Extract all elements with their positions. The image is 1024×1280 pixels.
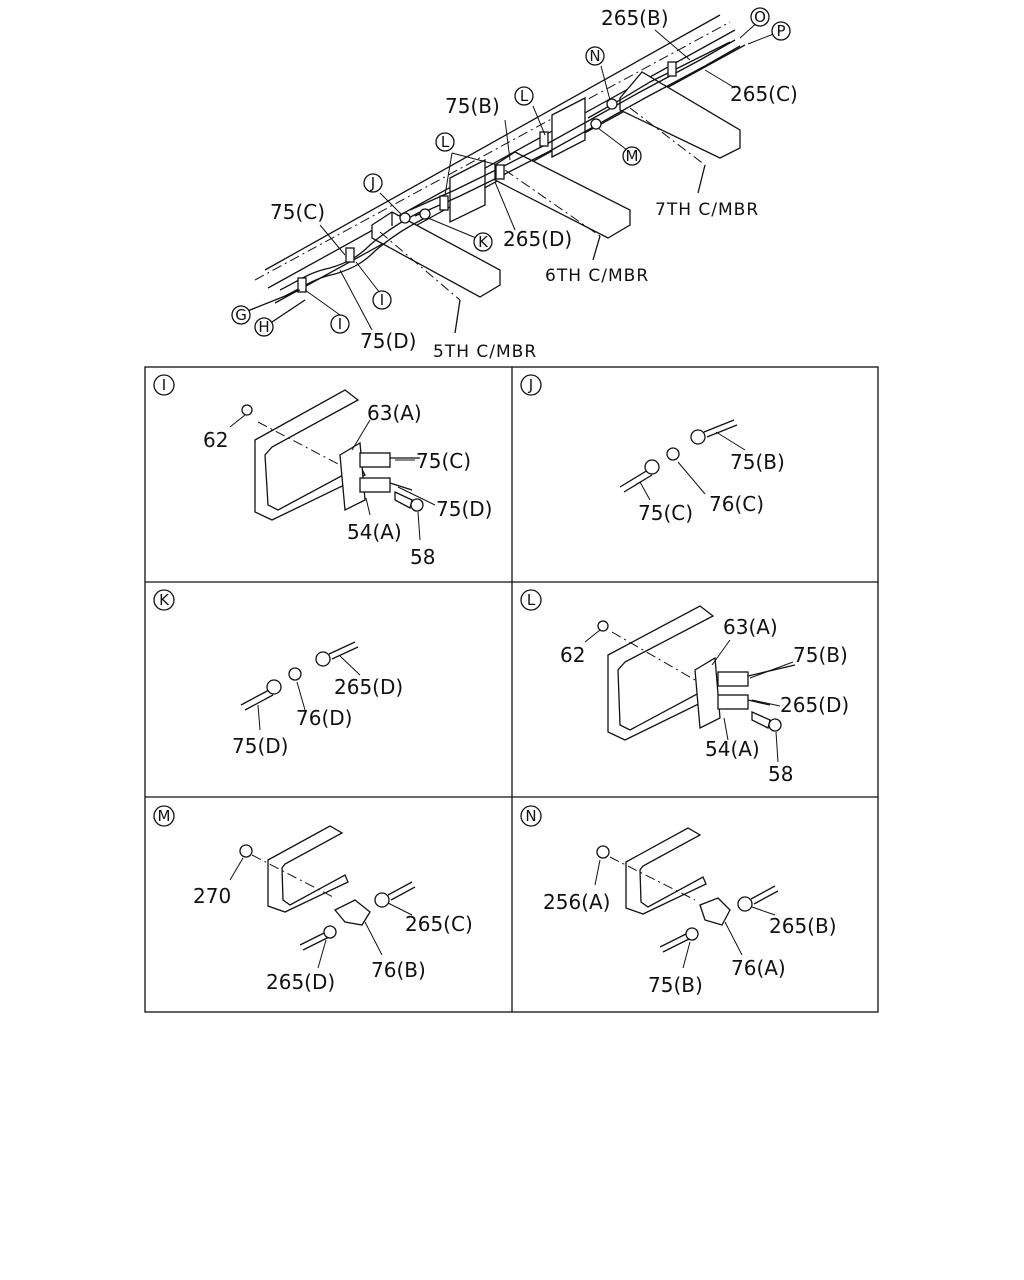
detail-panel-i: I 62 63(A) 75(C) 75(D) 54(A) 58 <box>153 374 492 569</box>
panel-j-part-76c: 76(C) <box>709 492 764 516</box>
detail-panel-l: L 62 63(A) 75(B) 265(D) 54(A) 58 <box>520 589 849 786</box>
label-75b: 75(B) <box>445 94 500 118</box>
panel-l-tag: L <box>527 591 536 609</box>
panel-i-part-62: 62 <box>203 428 228 452</box>
detail-panel-j: J 75(B) 76(C) 75(C) <box>520 374 785 525</box>
panel-m-part-76b: 76(B) <box>371 958 426 982</box>
callout-m: M <box>626 147 639 165</box>
panel-i-part-58: 58 <box>410 545 435 569</box>
label-265b: 265(B) <box>601 6 669 30</box>
callout-j: J <box>370 174 375 192</box>
panel-i-part-54a: 54(A) <box>347 520 402 544</box>
panel-k-tag: K <box>159 591 170 609</box>
label-6th-cross-member: 6TH C/MBR <box>545 266 649 286</box>
overview-leader-lines <box>304 19 777 331</box>
overview-frame-drawing <box>244 14 746 334</box>
detail-panel-n: N 256(A) 265(B) 76(A) 75(B) <box>520 805 837 997</box>
panel-l-part-265d: 265(D) <box>780 693 849 717</box>
detail-panel-m: M 270 265(C) 76(B) 265(D) <box>153 805 473 994</box>
label-265d: 265(D) <box>503 227 572 251</box>
panel-k-part-76d: 76(D) <box>296 706 352 730</box>
panel-k-part-265d: 265(D) <box>334 675 403 699</box>
callout-k: K <box>478 233 489 251</box>
callout-i: I <box>380 291 384 309</box>
label-75d: 75(D) <box>360 329 416 353</box>
panel-m-part-265c: 265(C) <box>405 912 473 936</box>
panel-l-part-58: 58 <box>768 762 793 786</box>
panel-j-tag: J <box>528 376 533 394</box>
callout-h: H <box>258 318 269 336</box>
panel-i-part-75d: 75(D) <box>436 497 492 521</box>
panel-m-tag: M <box>158 807 171 825</box>
panel-j-part-75c: 75(C) <box>638 501 693 525</box>
panel-n-part-75b: 75(B) <box>648 973 703 997</box>
detail-panel-k: K 265(D) 76(D) 75(D) <box>153 589 403 758</box>
callout-l: L <box>520 87 529 105</box>
panel-k-part-75d: 75(D) <box>232 734 288 758</box>
callout-i2: I <box>338 315 342 333</box>
callout-p: P <box>776 22 785 40</box>
callout-g: G <box>235 306 247 324</box>
panel-l-part-54a: 54(A) <box>705 737 760 761</box>
panel-m-part-270: 270 <box>193 884 231 908</box>
panel-j-part-75b: 75(B) <box>730 450 785 474</box>
overview-callouts: O P N L M L J K I G H I <box>231 7 791 337</box>
callout-l2: L <box>441 133 450 151</box>
panel-i-tag: I <box>162 376 166 394</box>
label-265c: 265(C) <box>730 82 798 106</box>
callout-n: N <box>589 47 600 65</box>
panel-n-part-265b: 265(B) <box>769 914 837 938</box>
panel-n-tag: N <box>525 807 536 825</box>
panel-m-part-265d: 265(D) <box>266 970 335 994</box>
overview-labels: 265(B) 265(C) 75(B) 75(C) 265(D) 75(D) 7… <box>270 6 798 362</box>
detail-grid <box>144 366 879 1013</box>
panel-l-part-63a: 63(A) <box>723 615 778 639</box>
panel-i-part-75c: 75(C) <box>416 449 471 473</box>
panel-l-part-75b: 75(B) <box>793 643 848 667</box>
label-75c: 75(C) <box>270 200 325 224</box>
label-5th-cross-member: 5TH C/MBR <box>433 342 537 362</box>
label-7th-cross-member: 7TH C/MBR <box>655 200 759 220</box>
panel-n-part-76a: 76(A) <box>731 956 786 980</box>
panel-n-part-256a: 256(A) <box>543 890 610 914</box>
panel-i-part-63a: 63(A) <box>367 401 422 425</box>
callout-o: O <box>754 8 766 26</box>
panel-l-part-62: 62 <box>560 643 585 667</box>
